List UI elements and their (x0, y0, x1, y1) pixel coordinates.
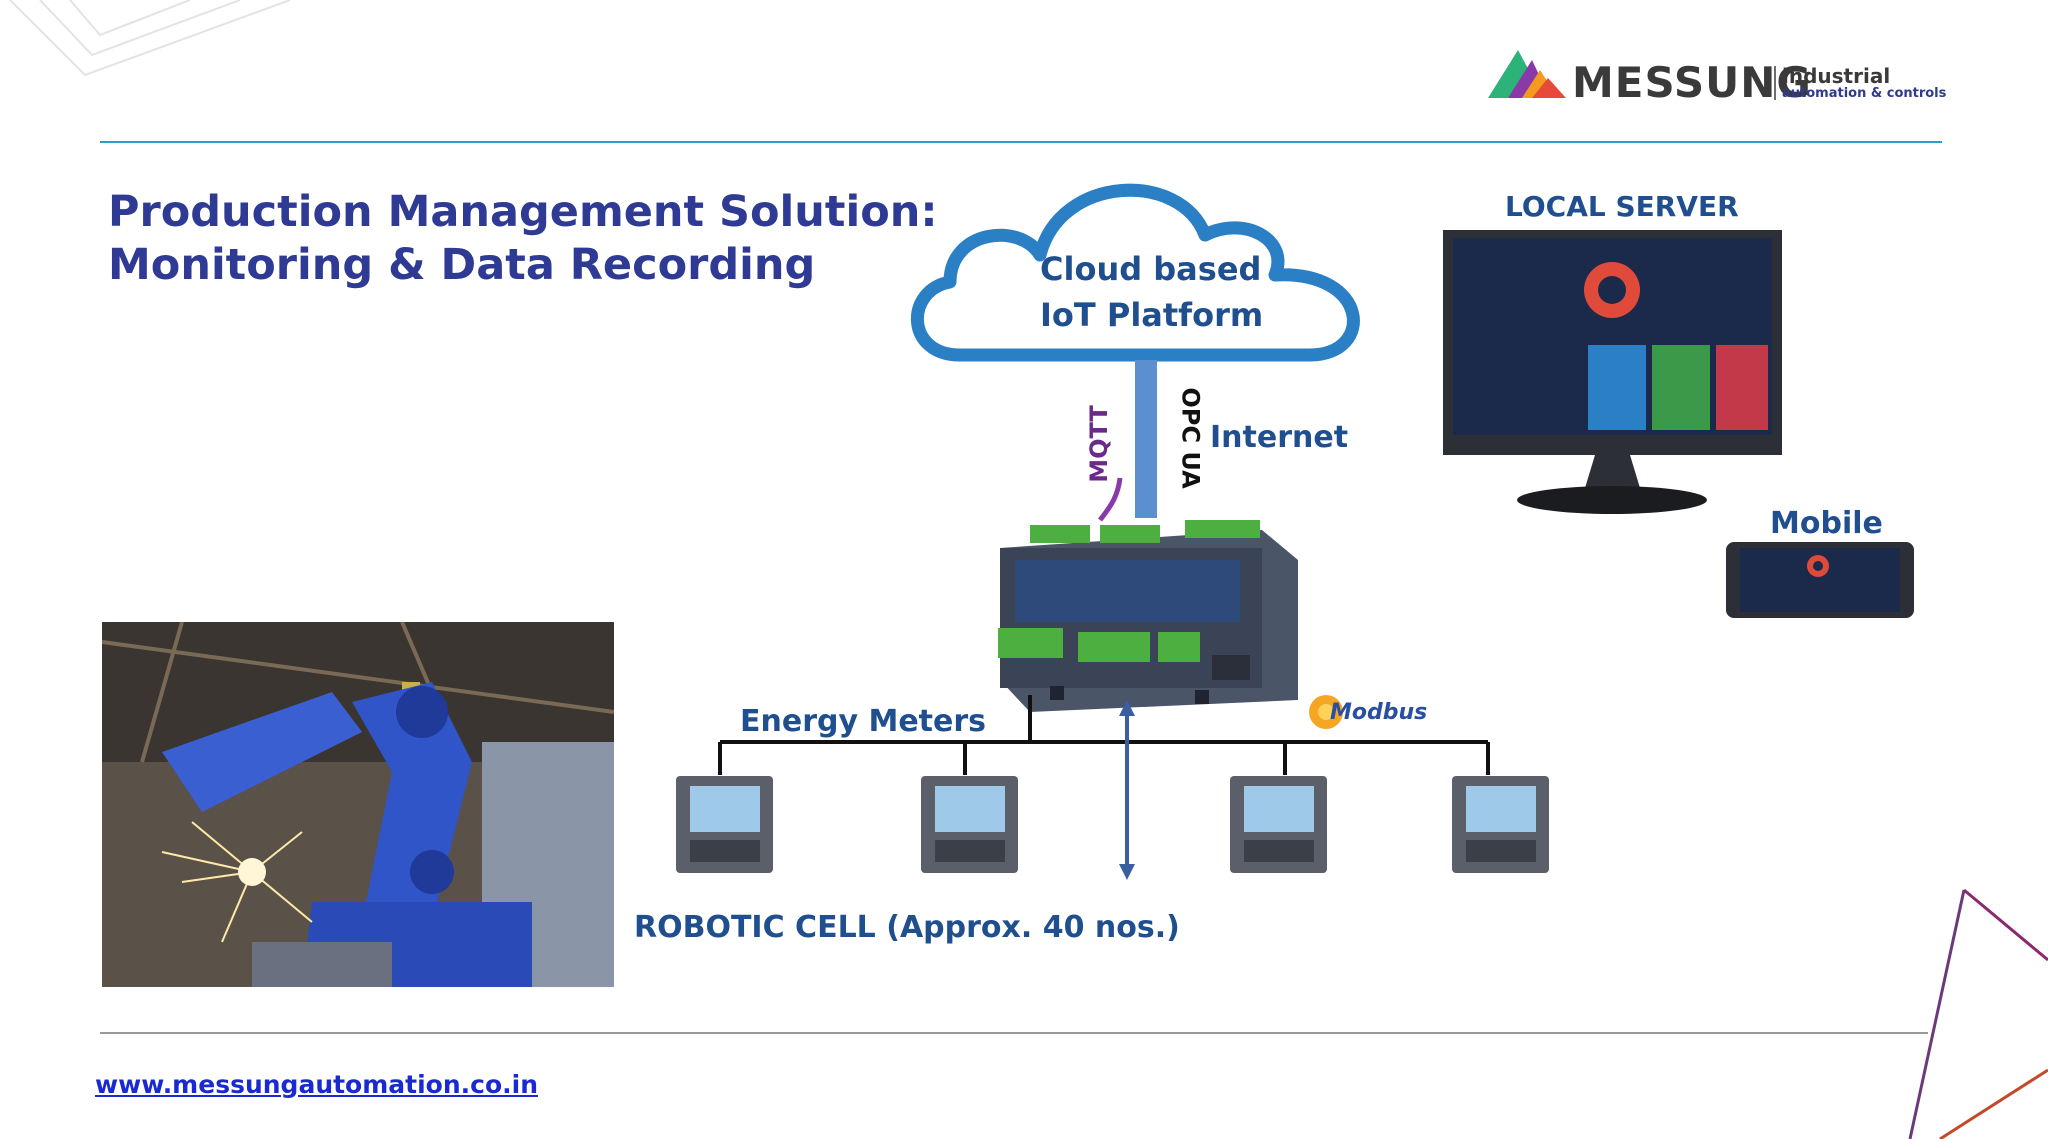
iot-controller-device (998, 520, 1298, 712)
brand-name: MESSUNG (1572, 58, 1812, 107)
corner-decoration-bottom (1908, 888, 2048, 1139)
brand-tagline-top: industrial (1782, 64, 1891, 88)
local-server-monitor (1443, 230, 1782, 514)
cloud-icon (910, 183, 1360, 362)
brand-tagline-bottom: automation & controls (1782, 86, 1947, 101)
internet-label: Internet (1210, 420, 1349, 455)
robotic-welding-photo (102, 622, 614, 987)
page-title-line2: Monitoring & Data Recording (108, 240, 816, 290)
mobile-device (1726, 542, 1914, 618)
header-divider (100, 141, 1942, 143)
logo-divider (1774, 66, 1776, 100)
robotic-cell-link-arrow (1119, 700, 1135, 880)
modbus-logo-icon (1309, 695, 1343, 729)
robotic-cell-label: ROBOTIC CELL (Approx. 40 nos.) (634, 910, 1180, 945)
modbus-label: Modbus (1330, 700, 1428, 725)
website-link[interactable]: www.messungautomation.co.in (95, 1070, 539, 1099)
energy-meter-4 (1452, 776, 1549, 873)
corner-decoration-top (9, 0, 291, 77)
energy-meter-2 (921, 776, 1018, 873)
cloud-label-line2: IoT Platform (1040, 296, 1264, 334)
footer-divider (100, 1032, 1928, 1034)
mobile-label: Mobile (1770, 506, 1883, 541)
energy-meter-1 (676, 776, 773, 873)
energy-meters-label: Energy Meters (740, 704, 987, 739)
opcua-logo-icon (1166, 368, 1192, 518)
messung-logo-icon (1488, 50, 1566, 98)
local-server-label: LOCAL SERVER (1505, 190, 1739, 223)
internet-link (1135, 360, 1157, 518)
modbus-network (718, 695, 1490, 775)
opcua-label: OPC UA (1176, 387, 1205, 489)
cloud-label-line1: Cloud based (1040, 250, 1262, 288)
page-title-line1: Production Management Solution: (108, 187, 938, 237)
page-title: Production Management Solution: Monitori… (108, 186, 938, 292)
energy-meter-3 (1230, 776, 1327, 873)
mqtt-logo-icon (1098, 368, 1123, 522)
mqtt-label: MQTT (1084, 405, 1113, 483)
